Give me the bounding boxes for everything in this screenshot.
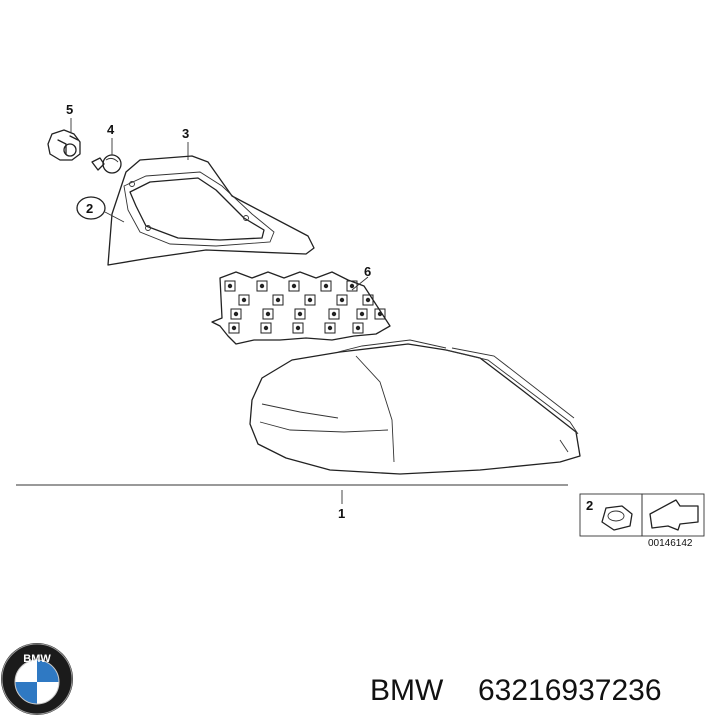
callout-5: 5	[66, 102, 73, 117]
part-4-bulb: 4	[91, 122, 122, 174]
led-dot	[275, 297, 281, 303]
part-6-circuit-board: 6	[211, 264, 391, 345]
led-dot	[265, 311, 271, 317]
bmw-roundel-logo: BMW	[1, 643, 73, 715]
callout-1: 1	[338, 506, 345, 521]
led-pad	[228, 322, 240, 334]
led-pad	[304, 294, 316, 306]
led-pad	[328, 308, 340, 320]
led-dot	[331, 311, 337, 317]
led-pad	[262, 308, 274, 320]
document-number: 00146142	[648, 538, 693, 549]
logo-text: BMW	[23, 653, 51, 665]
callout-2-circled: 2	[76, 196, 125, 223]
inset-arrow	[641, 493, 705, 537]
part-5-connector: 5	[47, 102, 81, 161]
led-dot	[227, 283, 233, 289]
led-pad	[230, 308, 242, 320]
led-pad	[272, 294, 284, 306]
led-dot	[295, 325, 301, 331]
led-pad	[336, 294, 348, 306]
led-pad	[292, 322, 304, 334]
led-pad	[224, 280, 236, 292]
led-dot	[365, 297, 371, 303]
led-dot	[349, 283, 355, 289]
led-dot	[241, 297, 247, 303]
led-dot	[377, 311, 383, 317]
inset-nut: 2	[579, 493, 643, 537]
brand-name: BMW	[370, 674, 444, 707]
led-pad	[256, 280, 268, 292]
led-pad	[324, 322, 336, 334]
led-dot	[291, 283, 297, 289]
led-pad	[238, 294, 250, 306]
callout-2: 2	[86, 201, 93, 216]
led-pad	[260, 322, 272, 334]
led-pad	[352, 322, 364, 334]
led-dot	[339, 297, 345, 303]
part-3-lamp-holder: 3	[107, 126, 315, 266]
led-pad	[356, 308, 368, 320]
led-dot	[355, 325, 361, 331]
led-dot	[297, 311, 303, 317]
led-pad	[294, 308, 306, 320]
led-dot	[259, 283, 265, 289]
led-dot	[307, 297, 313, 303]
led-pad	[374, 308, 386, 320]
led-dot	[231, 325, 237, 331]
led-pad	[320, 280, 332, 292]
led-dot	[359, 311, 365, 317]
led-dot	[263, 325, 269, 331]
led-dot	[233, 311, 239, 317]
arrow-icon	[649, 499, 699, 531]
part-number: 63216937236	[478, 674, 662, 707]
callout-3: 3	[182, 126, 189, 141]
callout-6: 6	[364, 264, 371, 279]
callout-inset-2: 2	[586, 498, 593, 513]
part-1-tail-light: 1	[249, 339, 581, 521]
led-dot	[327, 325, 333, 331]
led-pad	[362, 294, 374, 306]
led-pad	[288, 280, 300, 292]
callout-4: 4	[107, 122, 115, 137]
led-dot	[323, 283, 329, 289]
